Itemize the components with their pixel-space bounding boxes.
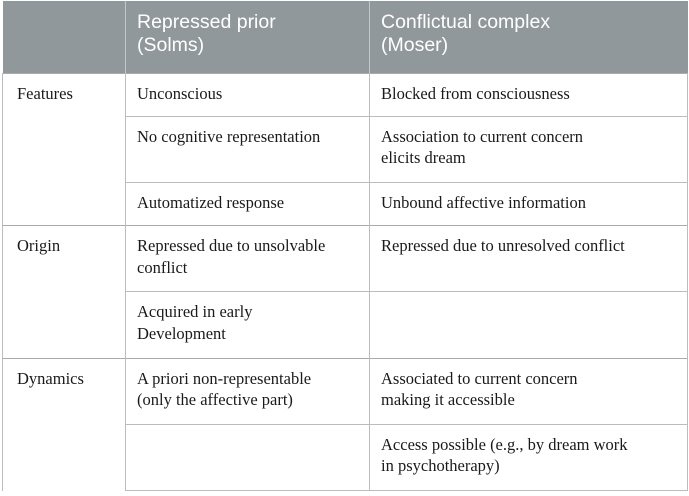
cell-line-2: making it accessible: [381, 390, 515, 410]
cell-line-1: Unbound affective information: [381, 192, 586, 212]
cell-line-1: Automatized response: [137, 192, 285, 212]
table-row: Origin Repressed due to unsolvable confl…: [2, 225, 688, 358]
cell-moser: Association to current concern elicits d…: [369, 115, 688, 183]
header-cell-moser: Conflictual complex (Moser): [369, 1, 688, 73]
cell-line-2: elicits dream: [381, 148, 466, 168]
cell-line-1: A priori non-representable: [137, 368, 312, 388]
header-moser-line1: Conflictual complex: [381, 11, 551, 33]
cell-line-1: Repressed due to unresolved conflict: [381, 236, 625, 256]
cell-line-1: Repressed due to unsolvable: [137, 236, 326, 256]
header-cell-group: [2, 1, 126, 73]
header-row: Repressed prior (Solms) Conflictual comp…: [2, 1, 688, 73]
group-label-features: Features: [2, 72, 126, 226]
cell-moser: Unbound affective information: [369, 181, 688, 226]
table-body: Features Unconscious Blocked from consci…: [2, 72, 688, 492]
cell-solms: A priori non-representable (only the aff…: [125, 357, 370, 425]
table-row: Automatized response Unbound affective i…: [3, 181, 688, 226]
table-row: Acquired in early Development: [3, 291, 688, 358]
header-cell-solms: Repressed prior (Solms): [125, 1, 370, 73]
cell-line-1: Unconscious: [137, 83, 223, 103]
cell-line-1: Associated to current concern: [381, 368, 578, 388]
cell-solms: No cognitive representation: [125, 115, 370, 183]
cell-solms: [125, 423, 370, 492]
cell-solms: Automatized response: [125, 181, 370, 226]
group-label-origin: Origin: [2, 225, 126, 358]
cell-moser: [369, 291, 688, 358]
cell-line-2: Development: [137, 324, 226, 344]
cell-line-1: Association to current concern: [381, 126, 584, 146]
table-row: No cognitive representation Association …: [3, 115, 688, 183]
cell-line-2: (only the affective part): [137, 390, 293, 410]
header-solms-line2: (Solms): [137, 34, 205, 56]
cell-solms: Unconscious: [125, 72, 370, 117]
cell-moser: Blocked from consciousness: [369, 72, 688, 117]
cell-line-1: No cognitive representation: [137, 126, 321, 146]
table-row: Access possible (e.g., by dream work in …: [3, 423, 688, 492]
table-row: Dynamics A priori non-representable (onl…: [2, 357, 688, 491]
header-moser-line2: (Moser): [381, 34, 449, 56]
cell-moser: Associated to current concern making it …: [369, 357, 688, 425]
cell-line-1: Blocked from consciousness: [381, 83, 570, 103]
table-row: Features Unconscious Blocked from consci…: [2, 72, 688, 226]
table-header: Repressed prior (Solms) Conflictual comp…: [2, 1, 688, 73]
header-solms-line1: Repressed prior: [137, 11, 276, 33]
cell-moser: Repressed due to unresolved conflict: [369, 225, 688, 292]
cell-line-2: in psychotherapy): [381, 456, 500, 476]
cell-line-1: Acquired in early: [137, 302, 253, 322]
cell-line-2: conflict: [137, 257, 188, 277]
cell-solms: Repressed due to unsolvable conflict: [125, 225, 370, 292]
cell-moser: Access possible (e.g., by dream work in …: [369, 423, 688, 492]
cell-solms: Acquired in early Development: [125, 291, 370, 358]
cell-line-1: Access possible (e.g., by dream work: [381, 434, 628, 454]
group-label-dynamics: Dynamics: [2, 357, 126, 491]
